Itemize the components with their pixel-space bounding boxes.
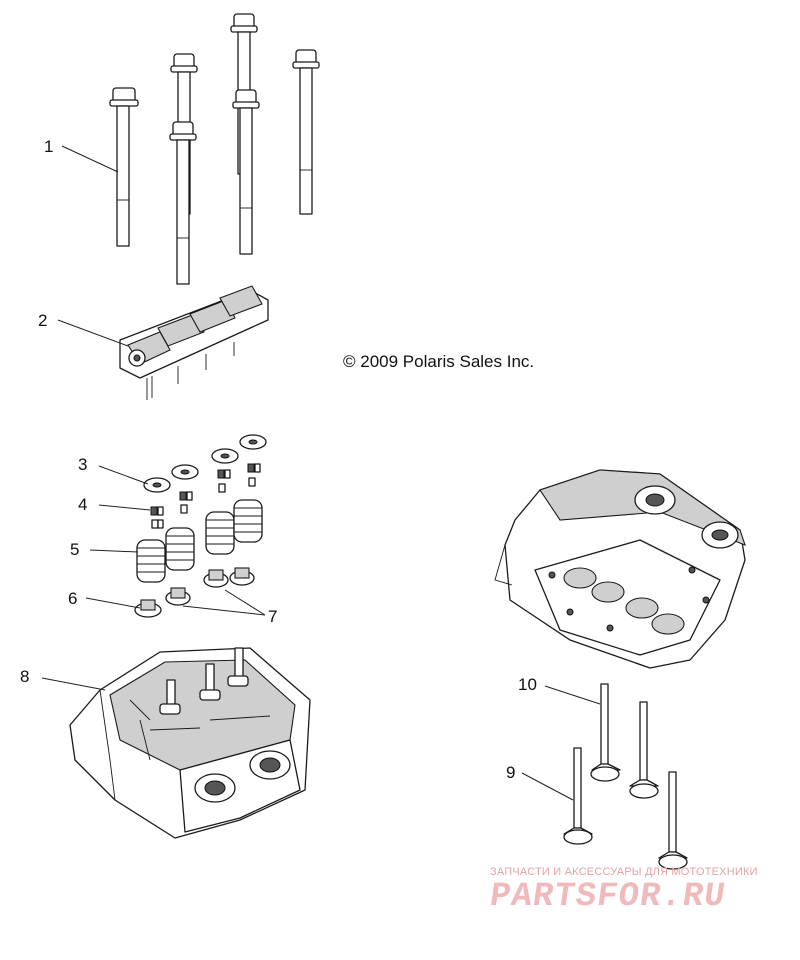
callout-6: 6	[68, 589, 77, 608]
cylinder-head	[69, 647, 311, 839]
callout-5: 5	[70, 540, 79, 559]
copyright-notice: © 2009 Polaris Sales Inc.	[343, 352, 535, 371]
cylinder-head-underside	[494, 469, 746, 669]
bolt	[109, 87, 139, 247]
callout-10: 10	[518, 675, 537, 694]
callout-3: 3	[78, 455, 87, 474]
callout-7: 7	[268, 607, 277, 626]
spring	[205, 511, 235, 555]
valve-keepers	[150, 463, 261, 529]
spring	[233, 499, 263, 543]
intake-valve	[658, 771, 688, 870]
spring-retainers	[143, 434, 267, 493]
spring	[165, 527, 195, 571]
exhaust-valve	[590, 683, 621, 782]
watermark-caption: ЗАПЧАСТИ И АКСЕССУАРЫ ДЛЯ МОТОТЕХНИКИ	[490, 866, 758, 878]
callout-4: 4	[78, 495, 87, 514]
callout-1: 1	[44, 137, 53, 156]
callout-numbers: 1 2 3 4 5 6 7 8 9 10	[20, 137, 537, 782]
bolt	[292, 49, 320, 215]
callout-2: 2	[38, 311, 47, 330]
exhaust-valve	[629, 701, 659, 799]
leader-lines	[41, 145, 601, 801]
bolt	[232, 89, 260, 255]
watermark-logo: PARTSFOR.RU	[487, 878, 729, 916]
spring-seats-and-seals	[134, 567, 255, 618]
head-bolts	[109, 13, 320, 285]
intake-valve	[563, 747, 593, 845]
valves	[563, 683, 688, 870]
rocker-arm-assembly	[119, 285, 269, 400]
callout-8: 8	[20, 667, 29, 686]
callout-9: 9	[506, 763, 515, 782]
bolt	[169, 121, 197, 285]
spring	[136, 539, 166, 583]
valve-springs	[136, 499, 263, 583]
